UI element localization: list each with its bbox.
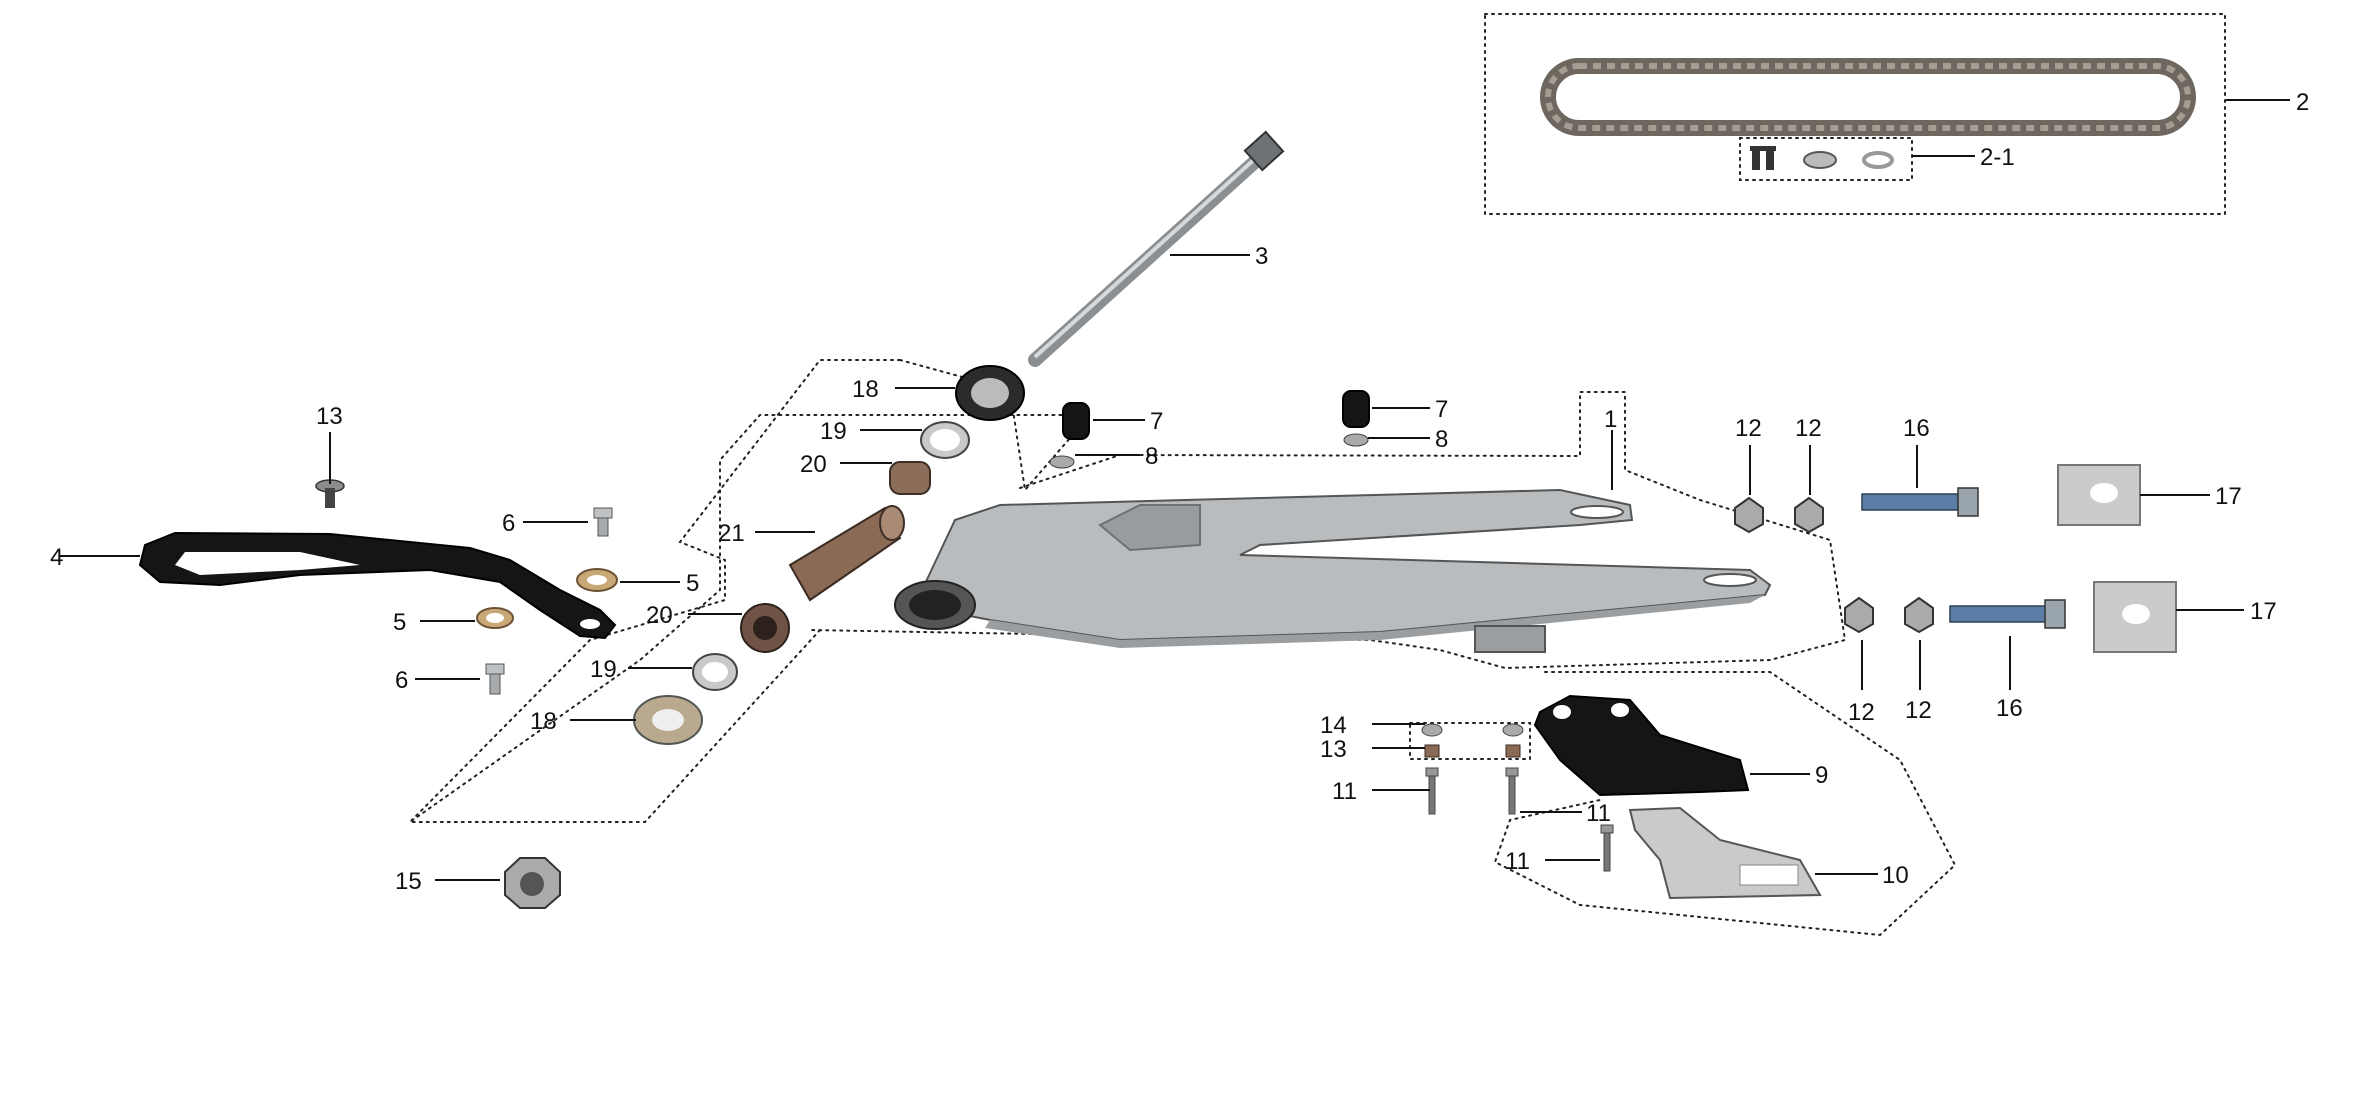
bearing-20-upper <box>889 461 931 495</box>
callout-12-c: 12 <box>1848 699 1875 726</box>
callout-12-d: 12 <box>1905 697 1932 724</box>
callout-14: 14 <box>1320 712 1347 739</box>
callout-10: 10 <box>1882 862 1909 889</box>
guide-bracket-10 <box>1628 806 1822 900</box>
adjuster-plate-17-upper <box>2057 464 2141 526</box>
chain-guide-9 <box>1533 694 1750 797</box>
callout-12-b: 12 <box>1795 415 1822 442</box>
callout-6-upper: 6 <box>502 510 515 537</box>
nut-15 <box>504 857 561 909</box>
callout-7-right: 7 <box>1435 396 1448 423</box>
bolt-6-lower <box>485 663 505 695</box>
callout-20-upper: 20 <box>800 451 827 478</box>
chain-guide-group-outline <box>1493 671 1957 937</box>
swingarm-pivot-axle <box>1028 130 1285 367</box>
chain-group-outline <box>1484 13 2226 215</box>
nut-12-a <box>1734 496 1764 534</box>
callout-13-left: 13 <box>316 403 343 430</box>
dust-seal-18-lower <box>633 695 703 745</box>
leader-lines <box>60 99 2290 881</box>
nut-14-a <box>1421 723 1443 737</box>
bolt-8-left <box>1049 455 1075 469</box>
bolt-6-upper <box>593 507 613 537</box>
callout-17-lower: 17 <box>2250 598 2277 625</box>
callout-18-lower: 18 <box>530 708 557 735</box>
callout-2: 2 <box>2296 89 2309 116</box>
bolt-8-right <box>1343 433 1369 447</box>
bolt-11-a <box>1425 767 1439 815</box>
callout-18-upper: 18 <box>852 376 879 403</box>
callout-labels: 2 2-1 3 1 4 5 5 6 6 7 7 8 8 9 10 11 11 1… <box>50 89 2309 895</box>
master-link-kit <box>1750 146 1894 170</box>
bolt-16-lower <box>1949 599 2066 629</box>
nut-12-b <box>1794 496 1824 534</box>
nut-12-d <box>1904 596 1934 634</box>
hardware-group-outline <box>1409 722 1531 760</box>
callout-5-lower: 5 <box>393 609 406 636</box>
adjuster-block-7-right <box>1342 390 1370 428</box>
master-link-group-outline <box>1739 137 1913 181</box>
callout-20-lower: 20 <box>646 602 673 629</box>
nut-14-b <box>1502 723 1524 737</box>
adjuster-block-7-left <box>1062 402 1090 440</box>
bolt-13-left <box>315 479 345 508</box>
callout-19-upper: 19 <box>820 418 847 445</box>
washer-5-lower <box>476 607 514 629</box>
callout-21: 21 <box>718 520 745 547</box>
callout-12-a: 12 <box>1735 415 1762 442</box>
callout-13-right: 13 <box>1320 736 1347 763</box>
callout-2-1: 2-1 <box>1980 144 2015 171</box>
nut-12-c <box>1844 596 1874 634</box>
bolt-11-b <box>1505 767 1519 815</box>
dust-seal-18-upper <box>955 365 1025 421</box>
bushing-19-lower <box>692 653 738 691</box>
callout-6-lower: 6 <box>395 667 408 694</box>
callout-8-left: 8 <box>1145 443 1158 470</box>
bolt-16-upper <box>1861 487 1979 517</box>
callout-16-upper: 16 <box>1903 415 1930 442</box>
spacer-13-a <box>1424 744 1440 758</box>
washer-5-upper <box>576 568 618 592</box>
callout-16-lower: 16 <box>1996 695 2023 722</box>
callout-19-lower: 19 <box>590 656 617 683</box>
bearing-20-lower <box>740 603 790 653</box>
swingarm-group-outline <box>809 391 1847 670</box>
callout-5-upper: 5 <box>686 570 699 597</box>
drive-chain <box>1540 58 2196 136</box>
bushing-group-outline <box>406 359 1093 823</box>
callout-17-upper: 17 <box>2215 483 2242 510</box>
callout-8-right: 8 <box>1435 426 1448 453</box>
bolt-11-c <box>1600 824 1614 872</box>
bushing-group-outline-2 <box>409 359 901 823</box>
bushing-19-upper <box>920 421 970 459</box>
spacer-21 <box>788 505 905 602</box>
callout-9: 9 <box>1815 762 1828 789</box>
callout-1: 1 <box>1604 406 1617 433</box>
callout-11-b: 11 <box>1586 800 1611 827</box>
callout-15: 15 <box>395 868 422 895</box>
callout-11-c: 11 <box>1505 848 1530 875</box>
callout-3: 3 <box>1255 243 1268 270</box>
callout-4: 4 <box>50 544 63 571</box>
swingarm <box>894 488 1772 653</box>
adjuster-plate-17-lower <box>2093 581 2177 653</box>
spacer-13-b <box>1505 744 1521 758</box>
callout-7-left: 7 <box>1150 408 1163 435</box>
callout-11-a: 11 <box>1332 778 1357 805</box>
chain-slider <box>138 531 617 640</box>
